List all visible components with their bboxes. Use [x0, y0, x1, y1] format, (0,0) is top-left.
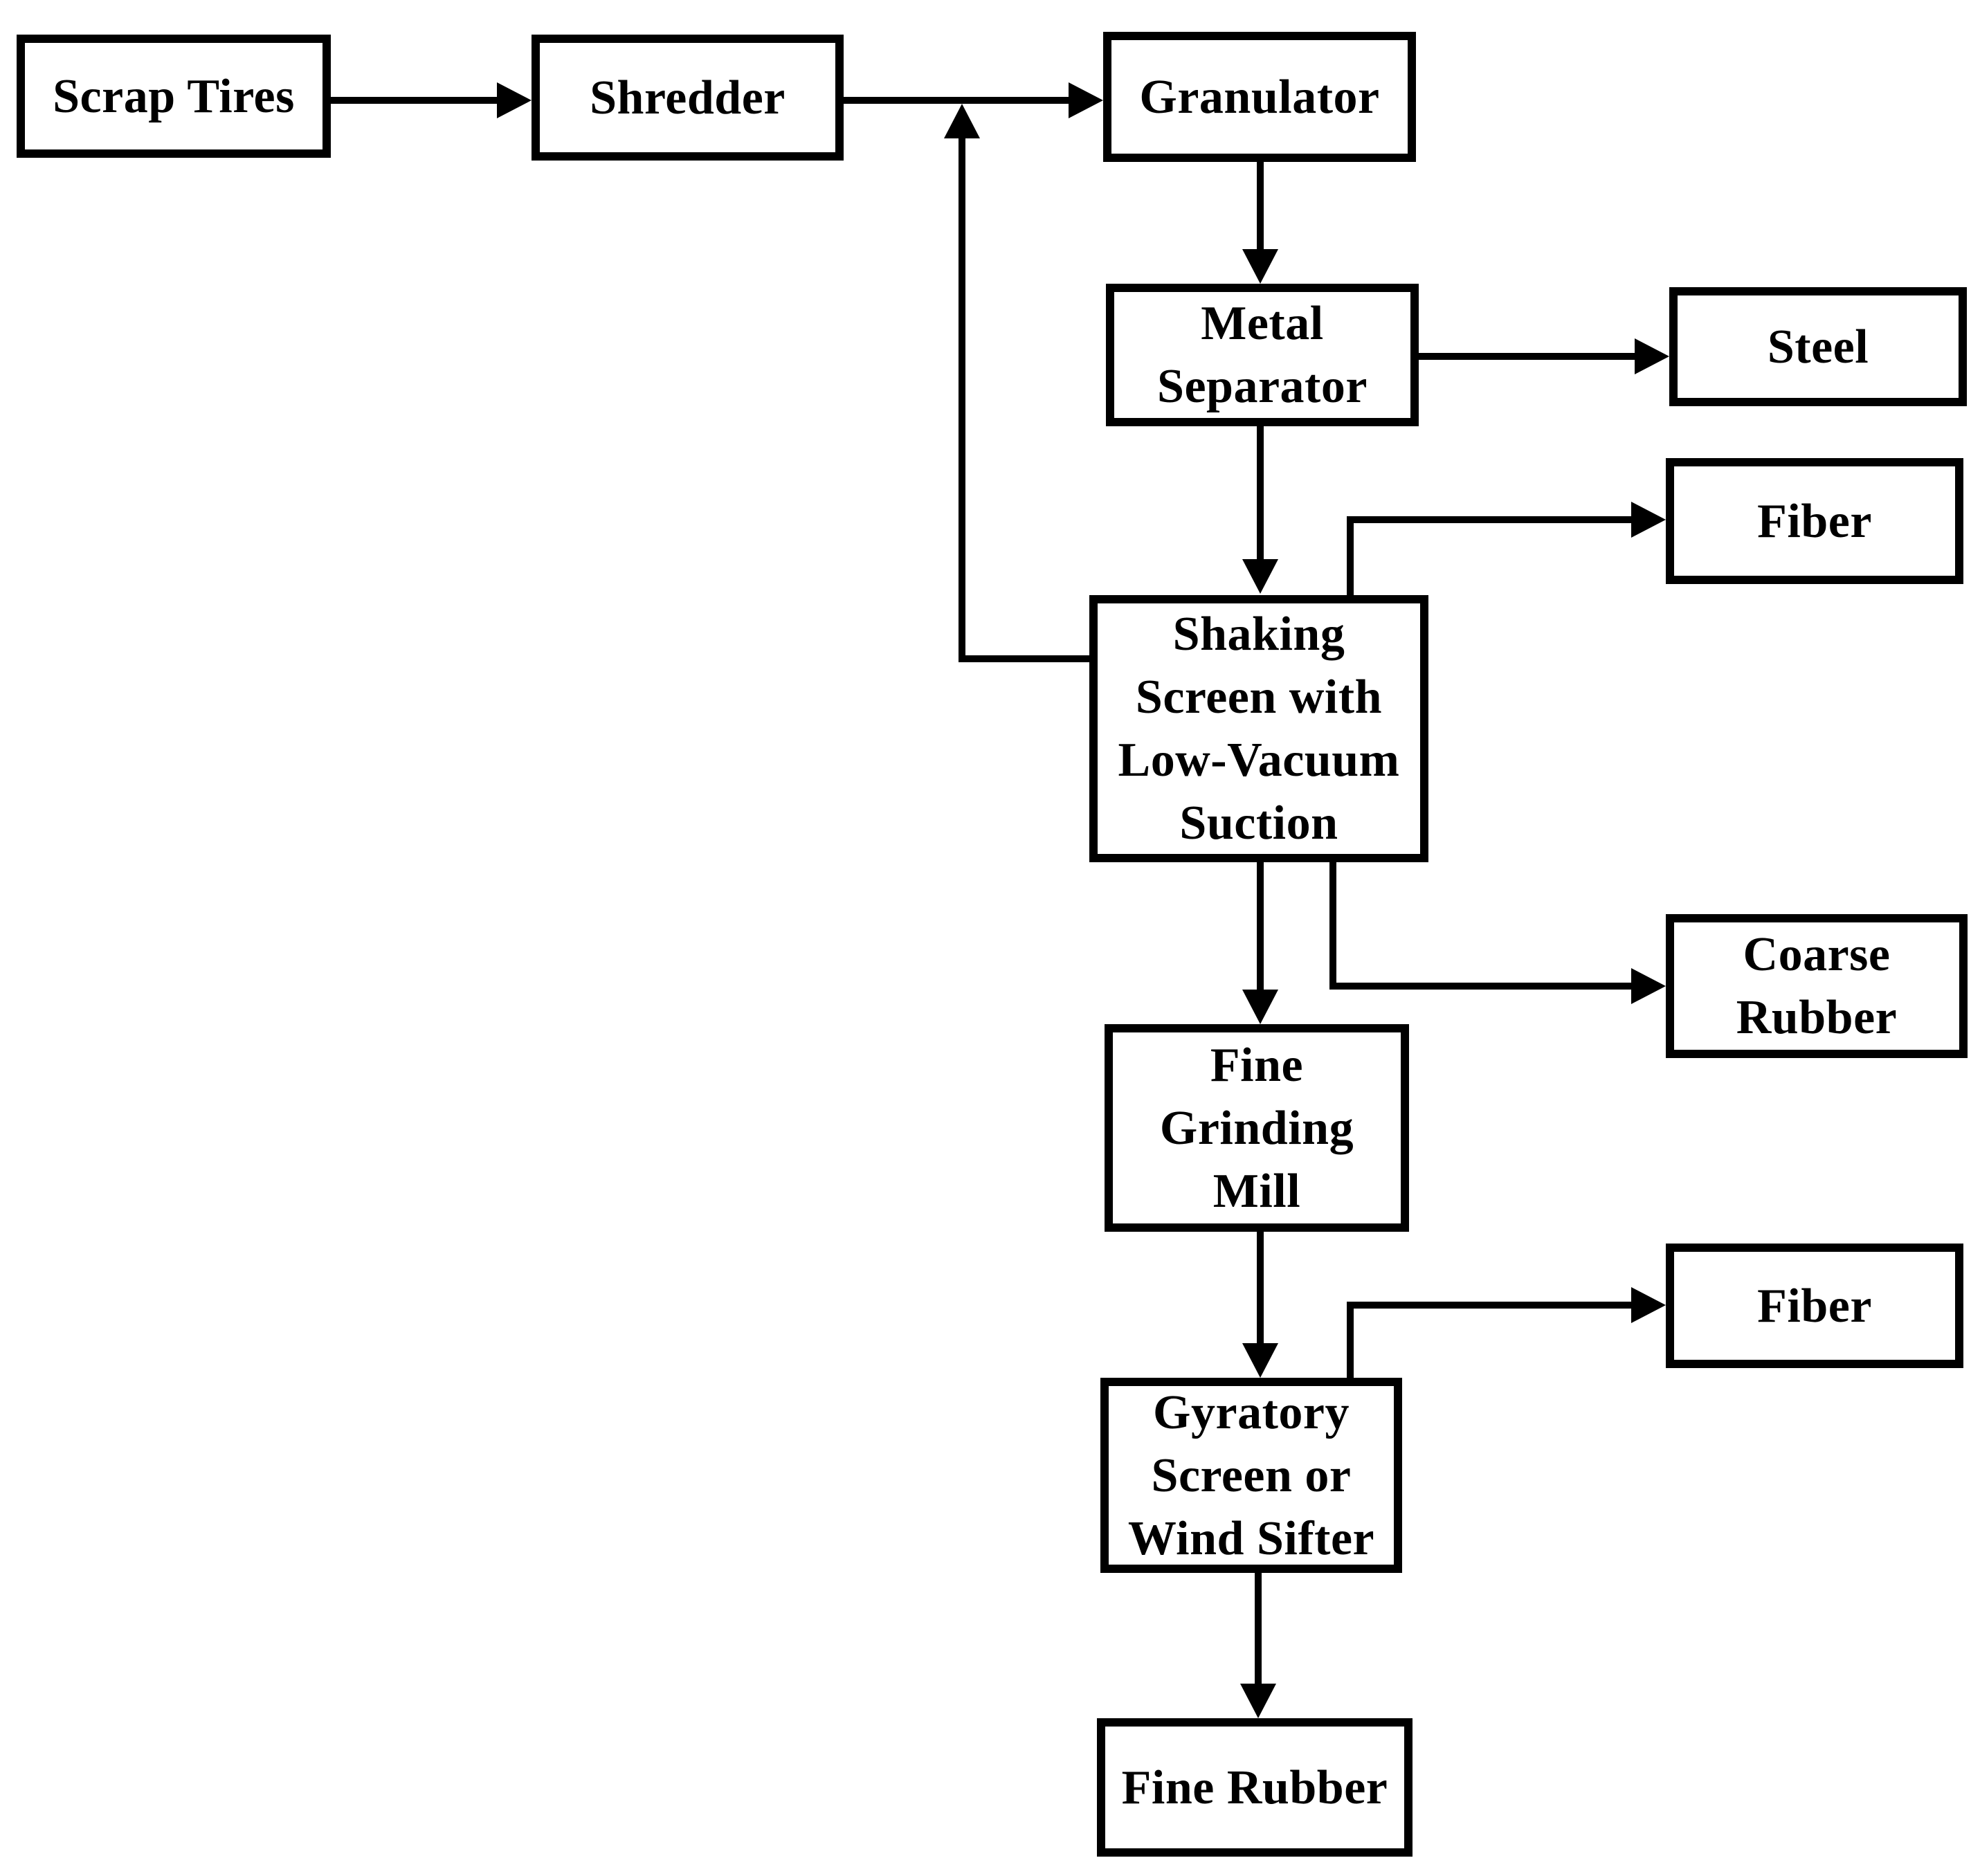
arrowhead [1242, 1343, 1278, 1378]
node-scrap-tires: Scrap Tires [17, 35, 331, 158]
arrowhead [1240, 1684, 1276, 1718]
node-granulator: Granulator [1103, 32, 1416, 162]
node-coarse-rubber: Coarse Rubber [1666, 914, 1968, 1058]
node-gyratory-screen: Gyratory Screen or Wind Sifter [1100, 1378, 1402, 1573]
arrowhead [1635, 338, 1669, 374]
node-fine-grinding-mill: Fine Grinding Mill [1105, 1024, 1409, 1232]
node-fiber-top-label: Fiber [1757, 494, 1872, 548]
node-shredder: Shredder [532, 35, 844, 161]
arrowhead [497, 82, 532, 118]
node-fiber-bottom-label: Fiber [1757, 1279, 1872, 1333]
edge-shaking-screen-to-fiber-top [1347, 502, 1666, 599]
edge-gyratory-screen-to-fine-rubber [1240, 1570, 1276, 1718]
node-fine-grinding-mill-label: Fine Grinding Mill [1159, 1038, 1354, 1218]
arrowhead [1069, 82, 1103, 118]
node-gyratory-screen-label: Gyratory Screen or Wind Sifter [1127, 1385, 1375, 1565]
arrowhead [1631, 1287, 1666, 1323]
edge-metal-separator-to-steel [1416, 338, 1669, 374]
edge-shaking-screen-to-coarse-rubber [1329, 858, 1666, 1004]
connector-line [1329, 858, 1635, 990]
node-fine-rubber-label: Fine Rubber [1121, 1760, 1388, 1814]
node-granulator-label: Granulator [1139, 70, 1380, 124]
node-metal-separator: Metal Separator [1106, 284, 1419, 426]
node-coarse-rubber-label: Coarse Rubber [1736, 928, 1898, 1044]
arrowhead [1242, 990, 1278, 1024]
node-scrap-tires-label: Scrap Tires [53, 69, 295, 123]
arrowhead [1631, 968, 1666, 1004]
arrowhead [1242, 559, 1278, 594]
node-fiber-top: Fiber [1666, 458, 1963, 584]
node-fine-rubber: Fine Rubber [1097, 1718, 1413, 1857]
edge-shaking-screen-to-fine-grinding-mill [1242, 859, 1278, 1024]
node-steel: Steel [1669, 287, 1967, 406]
arrowhead [944, 104, 980, 138]
edge-metal-separator-to-shaking-screen [1242, 425, 1278, 594]
node-metal-separator-label: Metal Separator [1157, 297, 1368, 413]
node-shaking-screen-label: Shaking Screen with Low-Vacuum Suction [1118, 608, 1400, 850]
edge-scrap-tires-to-shredder [329, 82, 532, 118]
arrowhead [1242, 249, 1278, 284]
connector-line [959, 136, 1093, 662]
node-fiber-bottom: Fiber [1666, 1244, 1963, 1368]
node-shaking-screen: Shaking Screen with Low-Vacuum Suction [1089, 595, 1428, 862]
node-steel-label: Steel [1767, 320, 1869, 374]
edge-gyratory-screen-to-fiber-bottom [1347, 1287, 1666, 1383]
edge-fine-grinding-mill-to-gyratory-screen [1242, 1230, 1278, 1378]
connector-line [1347, 1302, 1635, 1383]
edge-shredder-to-granulator [842, 82, 1103, 118]
connector-line [1347, 516, 1635, 599]
edge-granulator-to-metal-separator [1242, 161, 1278, 284]
arrowhead [1631, 502, 1666, 538]
node-shredder-label: Shredder [590, 71, 785, 125]
edge-shaking-screen-to-granulator-recycle-loop [944, 104, 1093, 662]
